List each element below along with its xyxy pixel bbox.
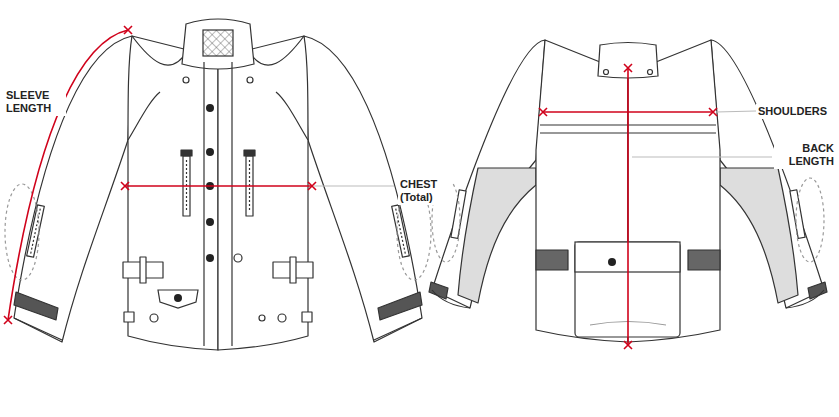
illustration-part [709,108,717,116]
illustration-part [174,104,214,302]
illustration-part [124,26,132,34]
illustration-part [648,70,653,75]
illustration-part [206,254,214,262]
illustration-part [206,218,214,226]
dimension-label: SLEEVE LENGTH [4,88,66,116]
illustration-part [121,182,129,190]
illustration-part [624,64,632,72]
leader-lines [314,111,772,186]
illustration-part [539,108,547,116]
illustration-part [716,111,756,112]
front-jacket [5,19,431,350]
illustration-part [234,254,242,262]
illustration-part [8,30,128,320]
illustration-part [632,157,772,158]
illustration-part [206,104,214,112]
illustration-part [174,294,182,302]
illustration-part [308,182,316,190]
dimension-label: SHOULDERS [756,104,836,119]
illustration-part [4,316,12,324]
illustration-part [125,185,312,187]
illustration-part [203,30,233,56]
illustration-part [182,19,254,69]
illustration-part [158,290,198,308]
illustration-part [158,19,265,346]
illustration-part [624,341,632,349]
illustration-part [203,62,204,346]
illustration-part [314,186,394,187]
dimension-label: BACK LENGTH [774,141,836,169]
measure-lines [4,26,717,349]
illustration-part [206,148,214,156]
illustration-part [627,68,629,345]
illustration-part [5,36,218,350]
illustration-part [604,70,609,75]
illustration-part [259,315,265,321]
illustration-part [608,258,616,266]
dimension-label: CHEST (Total) [398,177,452,205]
illustration-part [231,62,232,346]
